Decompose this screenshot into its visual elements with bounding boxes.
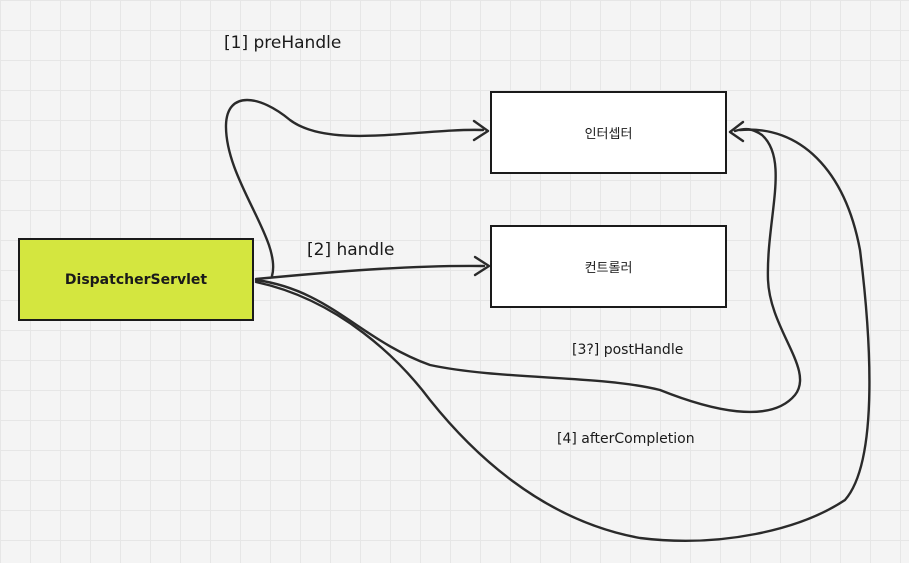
node-dispatcher-servlet[interactable]: DispatcherServlet [18,238,254,321]
edge-handle-arrowhead [473,255,491,277]
edge-posthandle-line [254,127,802,414]
edge-prehandle-line [224,98,485,278]
edge-label-aftercompletion: [4] afterCompletion [557,431,695,447]
edge-label-posthandle: [3?] postHandle [572,342,684,358]
node-interceptor[interactable]: 인터셉터 [490,91,727,174]
edge-posthandle-arrowhead [728,120,745,143]
node-controller[interactable]: 컨트롤러 [490,225,727,308]
edge-label-prehandle: [1] preHandle [224,33,342,53]
edge-aftercompletion-line [254,128,871,542]
edge-prehandle-arrowhead [472,119,490,142]
edge-handle-line [254,264,486,281]
edge-label-handle: [2] handle [307,240,395,260]
